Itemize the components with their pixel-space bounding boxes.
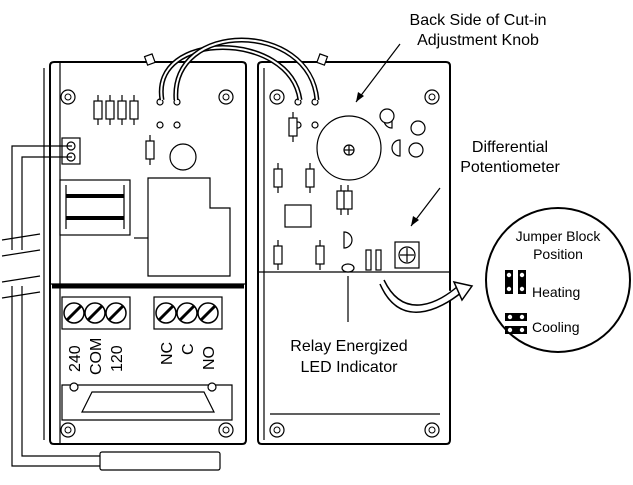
screw-icon (175, 301, 199, 325)
terminal-label: 240 (67, 345, 84, 372)
screw-icon (83, 301, 107, 325)
screw-hole-icon (269, 422, 285, 438)
jumper-icon (505, 313, 527, 334)
jumper-subtitle: Position (533, 246, 583, 262)
screw-icon (154, 301, 178, 325)
terminal-label: 120 (109, 345, 126, 372)
screw-hole-icon (218, 422, 234, 438)
knob-label-line1: Back Side of Cut-in (410, 12, 547, 29)
screw-hole-icon (424, 89, 440, 105)
sensor-lead (0, 145, 221, 471)
jumper-icon (505, 270, 526, 294)
screw-icon (62, 301, 86, 325)
potentiometer-icon (394, 241, 420, 269)
terminal-label: COM (88, 338, 105, 375)
screw-hole-icon (218, 89, 234, 105)
differential-label-line2: Potentiometer (460, 159, 560, 176)
jumper-detail: Jumper Block Position Heating Cooling (485, 207, 631, 353)
resistor-icon (93, 94, 155, 166)
relay-label-line2: LED Indicator (301, 359, 399, 376)
leader-lines (347, 43, 441, 322)
terminal-block-left (61, 296, 131, 330)
differential-label-line1: Differential (472, 139, 548, 156)
relay-label-line1: Relay Energized (290, 338, 407, 355)
transformer-icon (59, 179, 131, 236)
cooling-label: Cooling (532, 319, 579, 335)
screw-icon (104, 301, 128, 325)
terminal-labels-right: NC C NO (159, 342, 218, 370)
terminal-label: NC (159, 342, 176, 365)
led-icon (341, 263, 355, 273)
callout-arrow (379, 279, 474, 313)
screw-hole-icon (269, 89, 285, 105)
screw-icon (196, 301, 220, 325)
wire-bundle (143, 37, 329, 101)
terminal-label: NO (201, 346, 218, 370)
screw-hole-icon (60, 422, 76, 438)
screw-hole-icon (60, 89, 76, 105)
right-enclosure (257, 61, 451, 445)
terminal-labels-left: 240 COM 120 (67, 338, 126, 375)
knob-label-line2: Adjustment Knob (417, 32, 539, 49)
screw-hole-icon (424, 422, 440, 438)
terminal-block-right (153, 296, 223, 330)
terminal-label: C (180, 343, 197, 355)
left-enclosure: 240 COM 120 NC C NO (43, 61, 247, 445)
jumper-title: Jumper Block (516, 228, 602, 244)
heating-label: Heating (532, 284, 580, 300)
